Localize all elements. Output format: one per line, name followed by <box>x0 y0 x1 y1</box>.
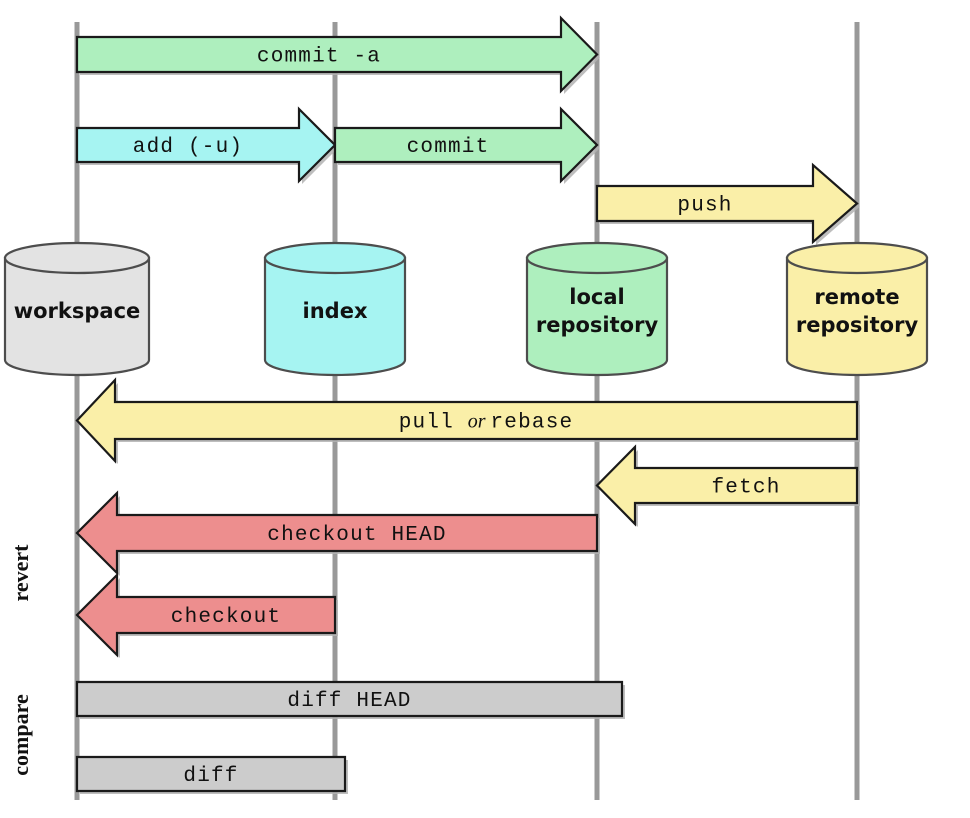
arrow-diff-head[interactable] <box>75 680 624 718</box>
arrow-label-commit: commit <box>407 136 490 159</box>
node-label-remote-repository: repository <box>796 313 919 337</box>
node-remote-repository[interactable]: remote repository <box>785 241 929 377</box>
arrow-label-commit-a: commit -a <box>257 46 381 69</box>
cylinder-nodes-group: workspace index local repository remote repos… <box>3 241 929 377</box>
arrow-fetch[interactable] <box>595 444 859 527</box>
side-label-compare: compare <box>8 694 33 776</box>
arrow-checkout-head[interactable] <box>75 490 599 576</box>
arrow-labels-group: commit -a add (-u) commit push pull or rebas… <box>133 46 780 789</box>
arrow-label-checkout: checkout <box>171 606 281 629</box>
arrow-label-pull-or-rebase: pull or rebase <box>399 411 574 435</box>
arrow-commit[interactable] <box>333 106 599 184</box>
node-label-local-repository: repository <box>536 313 659 337</box>
arrow-push[interactable] <box>595 162 859 245</box>
arrow-shapes-group <box>75 15 860 794</box>
node-body-workspace <box>3 256 151 377</box>
arrow-label-diff-head: diff HEAD <box>287 690 411 713</box>
arrow-label-push: push <box>677 195 732 218</box>
node-body-remote-repository <box>785 256 929 377</box>
arrow-label-diff: diff <box>183 765 238 788</box>
node-top-workspace <box>3 241 151 275</box>
arrow-pull-or-rebase[interactable] <box>75 377 859 464</box>
arrow-label-add-u: add (-u) <box>133 136 243 159</box>
side-label-revert: revert <box>8 544 33 602</box>
node-local-repository[interactable]: local repository <box>525 241 669 377</box>
node-top-local-repository <box>525 241 669 275</box>
arrow-commit-a[interactable] <box>75 15 599 94</box>
node-body-index <box>263 256 407 377</box>
node-top-index <box>263 241 407 275</box>
arrow-checkout[interactable] <box>75 572 337 658</box>
arrow-label-fetch: fetch <box>711 477 780 500</box>
node-index[interactable]: index <box>263 241 407 377</box>
node-label-index: index <box>303 299 368 323</box>
node-workspace[interactable]: workspace <box>3 241 151 377</box>
node-label-workspace: workspace <box>14 299 141 323</box>
side-labels-group: revert compare <box>8 544 33 776</box>
node-label-local-repository: local <box>569 285 624 309</box>
arrow-diff[interactable] <box>75 755 347 793</box>
arrow-add-u[interactable] <box>75 106 337 184</box>
node-label-remote-repository: remote <box>814 285 899 309</box>
node-body-local-repository <box>525 256 669 377</box>
node-top-remote-repository <box>785 241 929 275</box>
arrow-label-checkout-head: checkout HEAD <box>267 524 446 547</box>
